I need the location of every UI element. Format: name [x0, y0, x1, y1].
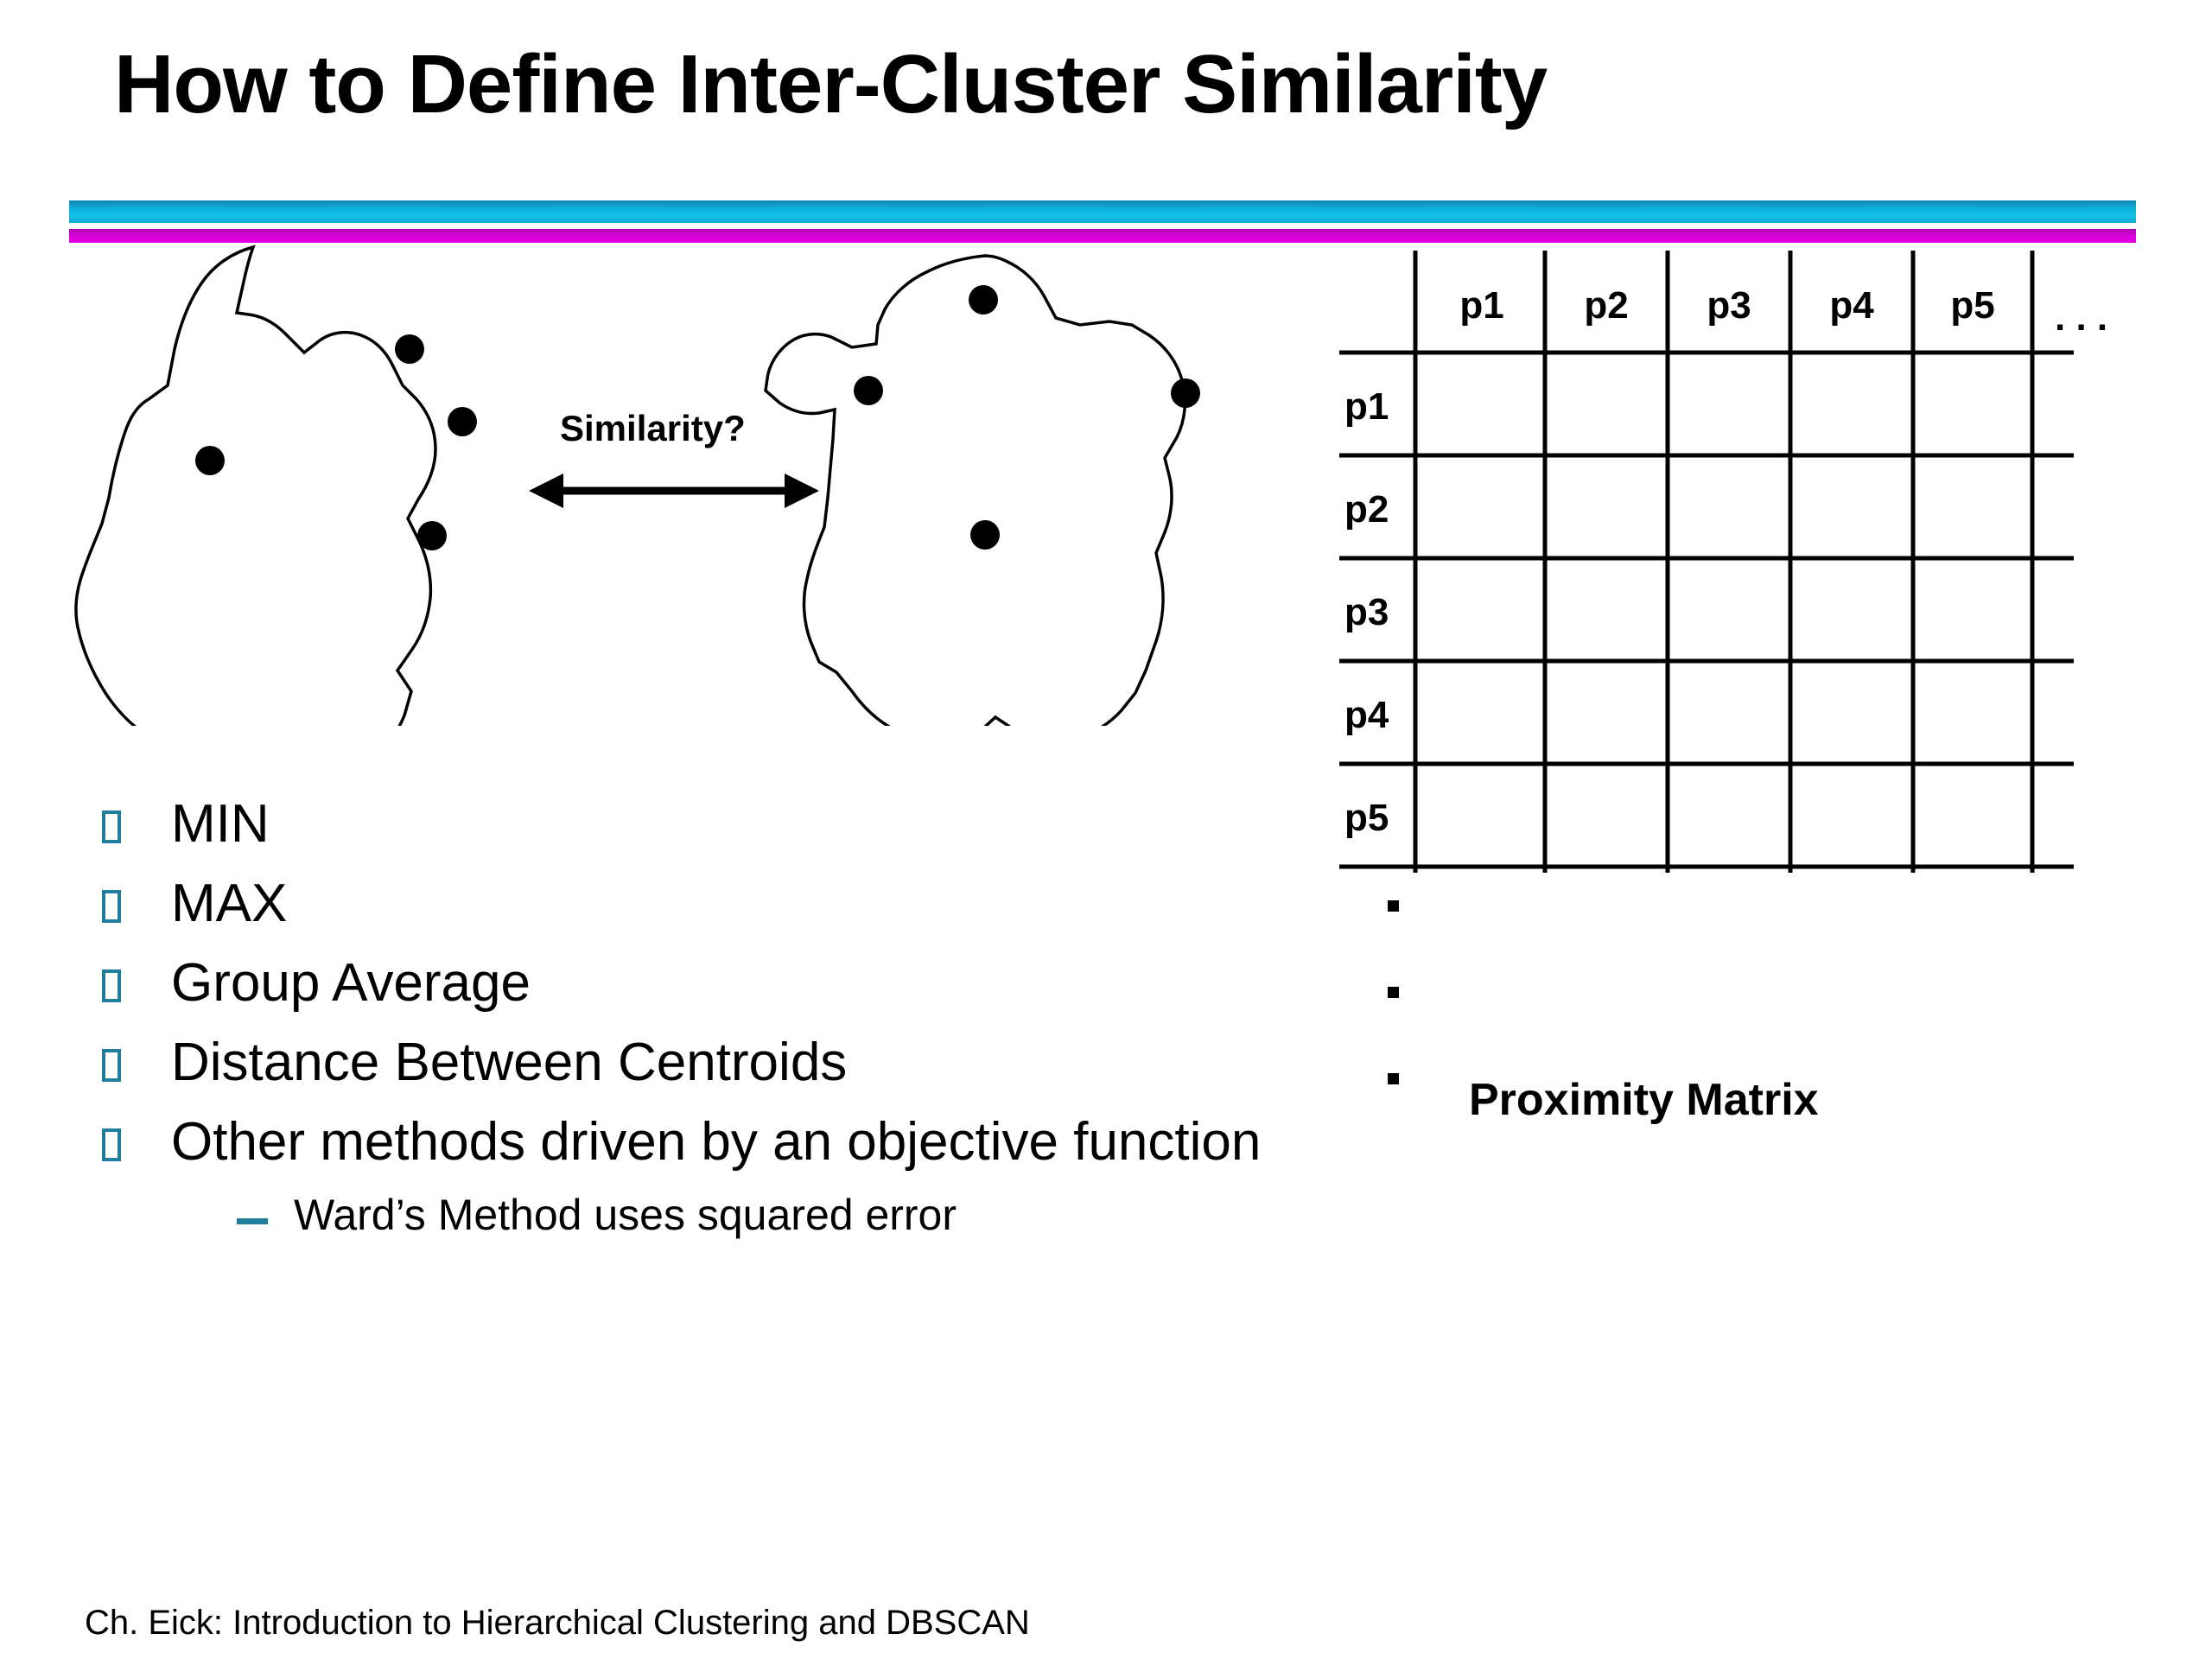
left-cluster-point-1 [395, 334, 424, 364]
square-bullet-icon [102, 1048, 121, 1082]
square-bullet-icon [102, 889, 121, 923]
right-cluster-point-3 [1171, 378, 1200, 408]
matrix-row-header-p3: p3 [1344, 591, 1389, 633]
matrix-row-header-p2: p2 [1344, 488, 1389, 531]
matrix-col-header-p4: p4 [1829, 284, 1874, 327]
similarity-label: Similarity? [560, 408, 746, 448]
accent-bar-magenta [69, 229, 2136, 243]
accent-bar-cyan [69, 200, 2136, 223]
right-cluster-point-4 [970, 520, 1000, 550]
list-item-max[interactable]: MAX [102, 873, 1398, 935]
square-bullet-icon [102, 1128, 121, 1161]
list-item-label: Distance Between Centroids [171, 1032, 848, 1092]
matrix-col-header-p2: p2 [1584, 284, 1628, 327]
dash-bullet-icon [237, 1217, 268, 1224]
methods-list: MIN MAX Group Average Distance Between C… [102, 793, 1398, 1240]
list-item-label: Group Average [171, 952, 531, 1013]
square-bullet-icon [102, 969, 121, 1002]
matrix-col-header-ellipsis: . . . [2055, 296, 2107, 339]
right-cluster-outline [764, 254, 1187, 726]
cluster-diagram [0, 242, 1296, 726]
list-item-label: Other methods driven by an objective fun… [171, 1111, 1262, 1172]
page-title: How to Define Inter-Cluster Similarity [114, 38, 1548, 130]
list-item-other-methods[interactable]: Other methods driven by an objective fun… [102, 1111, 1398, 1173]
matrix-row-header-p4: p4 [1344, 694, 1389, 736]
list-item-label: MAX [171, 873, 288, 933]
similarity-arrow [529, 474, 819, 508]
matrix-row-header-p1: p1 [1344, 385, 1389, 428]
matrix-row-header-p5: p5 [1344, 797, 1389, 839]
left-cluster-point-4 [417, 521, 447, 550]
left-cluster-point-2 [448, 407, 477, 436]
sub-list-item-wards-method[interactable]: Ward’s Method uses squared error [237, 1191, 1398, 1241]
matrix-row-ellipsis [1388, 900, 1399, 1084]
right-cluster-point-2 [854, 376, 883, 405]
proximity-matrix: p1 p2 p3 p4 p5 . . . p1 p2 p3 p4 p5 [1331, 251, 2195, 1184]
sub-list-item-label: Ward’s Method uses squared error [294, 1190, 957, 1239]
left-cluster-point-3 [195, 446, 225, 475]
list-item-distance-between-centroids[interactable]: Distance Between Centroids [102, 1032, 1398, 1094]
right-cluster-point-1 [969, 285, 998, 315]
slide-footer: Ch. Eick: Introduction to Hierarchical C… [85, 1604, 1030, 1642]
matrix-caption: Proximity Matrix [1469, 1075, 1819, 1125]
list-item-label: MIN [171, 794, 270, 854]
matrix-col-header-p3: p3 [1707, 284, 1751, 327]
list-item-group-average[interactable]: Group Average [102, 952, 1398, 1014]
left-cluster-outline [74, 245, 437, 726]
matrix-col-header-p1: p1 [1459, 284, 1503, 327]
square-bullet-icon [102, 810, 121, 843]
matrix-col-header-p5: p5 [1950, 284, 1994, 327]
list-item-min[interactable]: MIN [102, 793, 1398, 855]
